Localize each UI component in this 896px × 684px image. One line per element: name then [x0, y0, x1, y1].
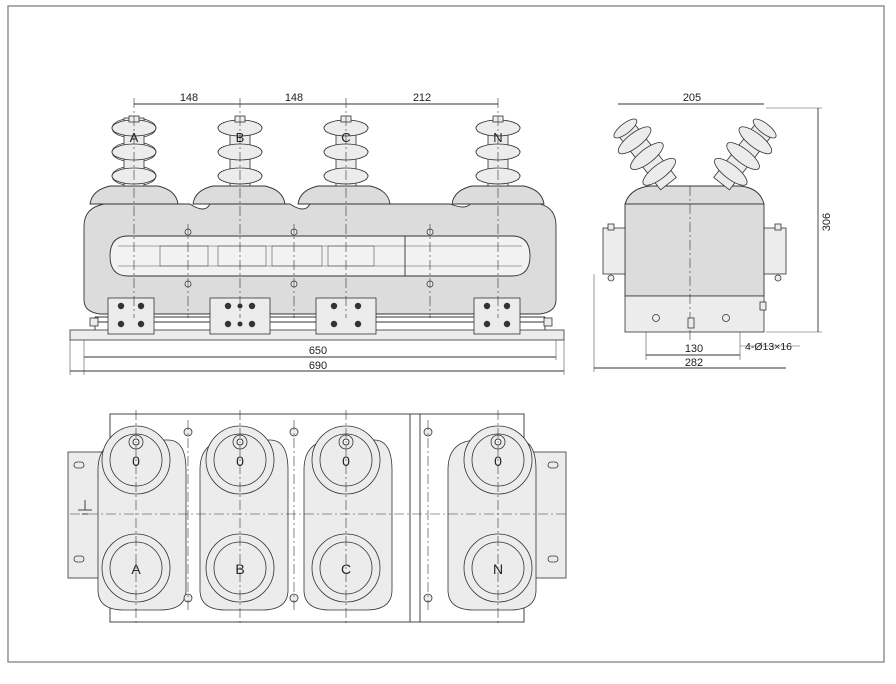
top-label-c: C	[341, 561, 351, 577]
dim-side-306: 306	[821, 213, 833, 231]
dim-front-650: 650	[309, 345, 327, 357]
top-view: 0 0 0 0 A B C N	[67, 410, 567, 624]
terminal-box-a	[107, 297, 155, 335]
sheet-border	[7, 5, 885, 663]
ground-terminal-left	[89, 317, 99, 327]
side-tank	[624, 203, 765, 297]
top-label-a: A	[131, 561, 141, 577]
dim-side-130: 130	[685, 343, 703, 355]
front-view: A B C N	[69, 92, 565, 375]
dim-side-205: 205	[683, 92, 701, 104]
dim-front-212: 212	[413, 92, 431, 104]
dim-side-hole-spec: 4-Ø13×16	[745, 341, 792, 353]
ground-terminal-right	[543, 317, 553, 327]
side-insulator-left	[613, 118, 677, 191]
dim-side-282: 282	[685, 357, 703, 369]
dim-front-690: 690	[309, 360, 327, 372]
top-label-n: N	[493, 561, 503, 577]
top-label-0-b: 0	[236, 453, 244, 469]
top-label-b: B	[235, 561, 244, 577]
dim-front-148-first: 148	[180, 92, 198, 104]
side-base-box	[624, 295, 765, 333]
top-label-0-c: 0	[342, 453, 350, 469]
top-label-0-n: 0	[494, 453, 502, 469]
top-label-0-a: 0	[132, 453, 140, 469]
side-insulator-right	[713, 118, 777, 191]
core-window	[109, 235, 531, 277]
side-view: 205 306 130 4-Ø13×16 282	[593, 92, 833, 372]
terminal-box-n	[473, 297, 521, 335]
dim-front-148-second: 148	[285, 92, 303, 104]
